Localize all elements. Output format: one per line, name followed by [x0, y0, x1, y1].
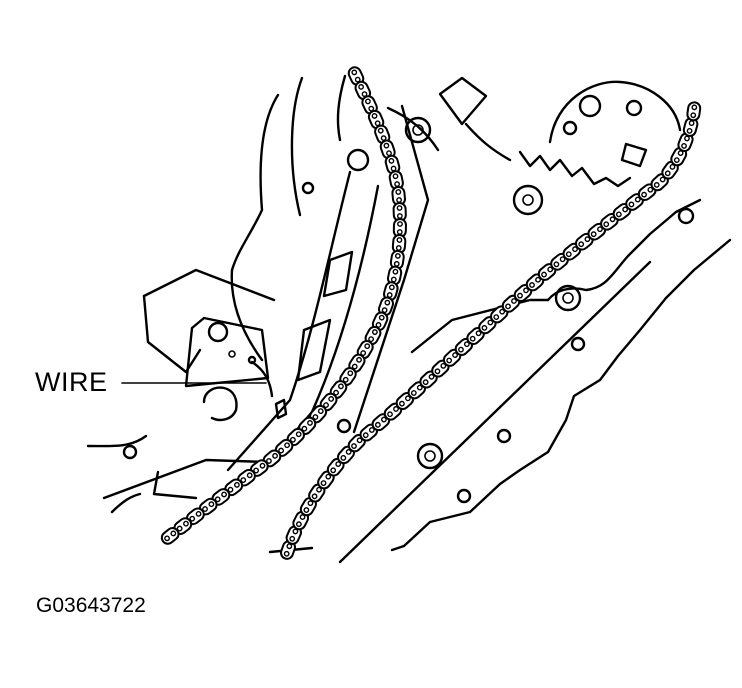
chain-link [371, 311, 389, 332]
sprocket-icon [518, 80, 682, 188]
chain-link [160, 527, 180, 545]
chain-link [237, 468, 256, 487]
chain-link [347, 66, 365, 86]
bolts [122, 116, 582, 470]
chain-link [525, 273, 545, 292]
chain-link [298, 416, 317, 435]
engine-housing [86, 74, 652, 564]
chain-link [550, 252, 569, 271]
chain-link [392, 218, 407, 238]
guide-icon [226, 104, 430, 472]
chain-link [339, 367, 357, 386]
chain-link [326, 457, 345, 477]
chain-icon [160, 66, 702, 560]
chain-link [454, 337, 474, 356]
figure-code: G03643722 [36, 594, 146, 617]
tensioner-icon [184, 316, 288, 422]
chain-link [308, 483, 326, 503]
chain-link [513, 284, 533, 302]
wire-callout-label: WIRE [35, 367, 108, 397]
chain-link [319, 392, 338, 412]
chain-link [686, 101, 702, 122]
